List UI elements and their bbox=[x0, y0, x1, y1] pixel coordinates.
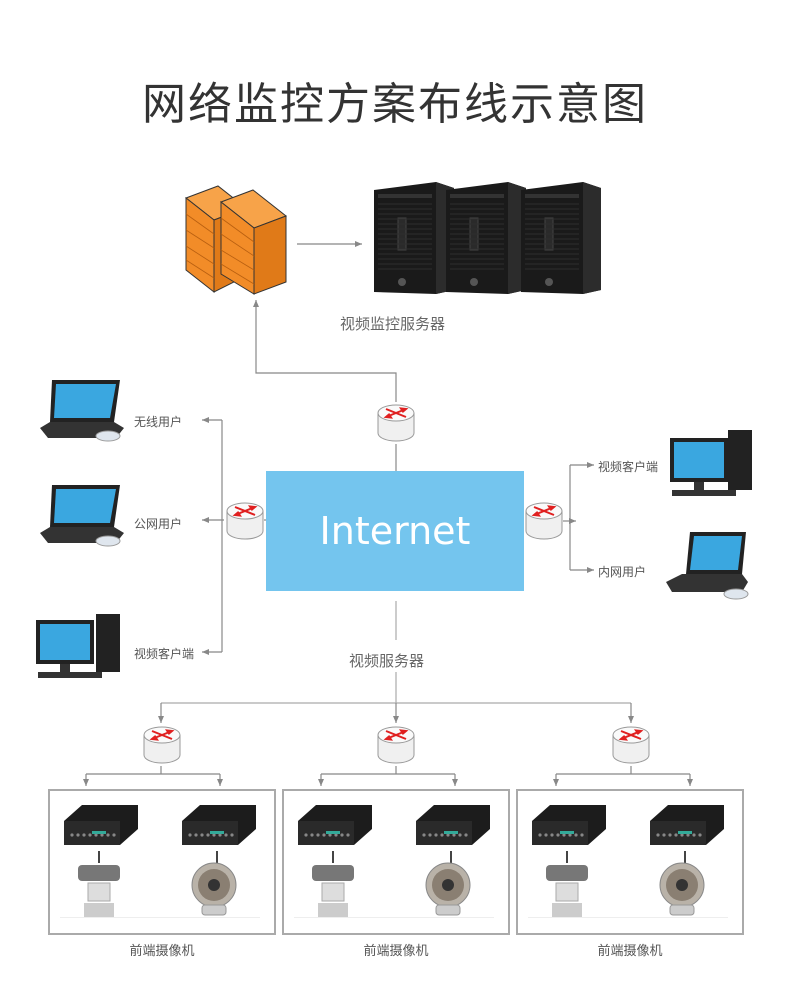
right-user-label: 视频客户端 bbox=[598, 460, 659, 474]
tower-server-icon bbox=[521, 182, 601, 294]
router-icon bbox=[226, 502, 264, 540]
encoder-box-icon bbox=[528, 801, 608, 853]
laptop-icon bbox=[38, 483, 128, 557]
camera-group-caption: 前端摄像机 bbox=[363, 944, 429, 959]
ir-bullet-camera-icon bbox=[188, 861, 240, 921]
camera-group-caption: 前端摄像机 bbox=[597, 944, 663, 959]
tower-server-icon bbox=[446, 182, 526, 294]
camera-group-caption: 前端摄像机 bbox=[129, 944, 195, 959]
laptop-icon bbox=[38, 378, 128, 452]
ir-bullet-camera-icon bbox=[656, 861, 708, 921]
encoder-box-icon bbox=[294, 801, 374, 853]
router-to-firewall-line bbox=[253, 300, 397, 402]
camera-group-box bbox=[282, 789, 510, 935]
encoder-box-icon bbox=[178, 801, 258, 853]
router-icon bbox=[525, 502, 563, 540]
video-server-label: 视频服务器 bbox=[349, 652, 425, 670]
encoder-box-icon bbox=[646, 801, 726, 853]
servers-label: 视频监控服务器 bbox=[340, 315, 446, 333]
firewall-icon bbox=[184, 185, 288, 295]
right-user-label: 内网用户 bbox=[598, 565, 647, 579]
router-icon bbox=[612, 726, 650, 764]
page-title: 网络监控方案布线示意图 bbox=[142, 79, 648, 130]
left-user-label: 视频客户端 bbox=[134, 647, 195, 661]
tower-server-icon bbox=[374, 182, 454, 294]
encoder-box-icon bbox=[412, 801, 492, 853]
camera-group-box bbox=[516, 789, 744, 935]
desktop-pc-icon bbox=[666, 428, 756, 507]
camera-group-box bbox=[48, 789, 276, 935]
ptz-camera-icon bbox=[74, 863, 126, 923]
desktop-pc-icon bbox=[34, 610, 124, 689]
left-user-label: 公网用户 bbox=[134, 517, 183, 531]
laptop-icon bbox=[662, 530, 752, 606]
router-icon bbox=[143, 726, 181, 764]
router-icon bbox=[377, 404, 415, 442]
internet-label: Internet bbox=[319, 509, 471, 553]
ptz-camera-icon bbox=[308, 863, 360, 923]
router-icon bbox=[377, 726, 415, 764]
encoder-box-icon bbox=[60, 801, 140, 853]
ir-bullet-camera-icon bbox=[422, 861, 474, 921]
ptz-camera-icon bbox=[542, 863, 594, 923]
left-user-label: 无线用户 bbox=[134, 415, 183, 429]
internet-cloud: Internet bbox=[266, 471, 524, 591]
